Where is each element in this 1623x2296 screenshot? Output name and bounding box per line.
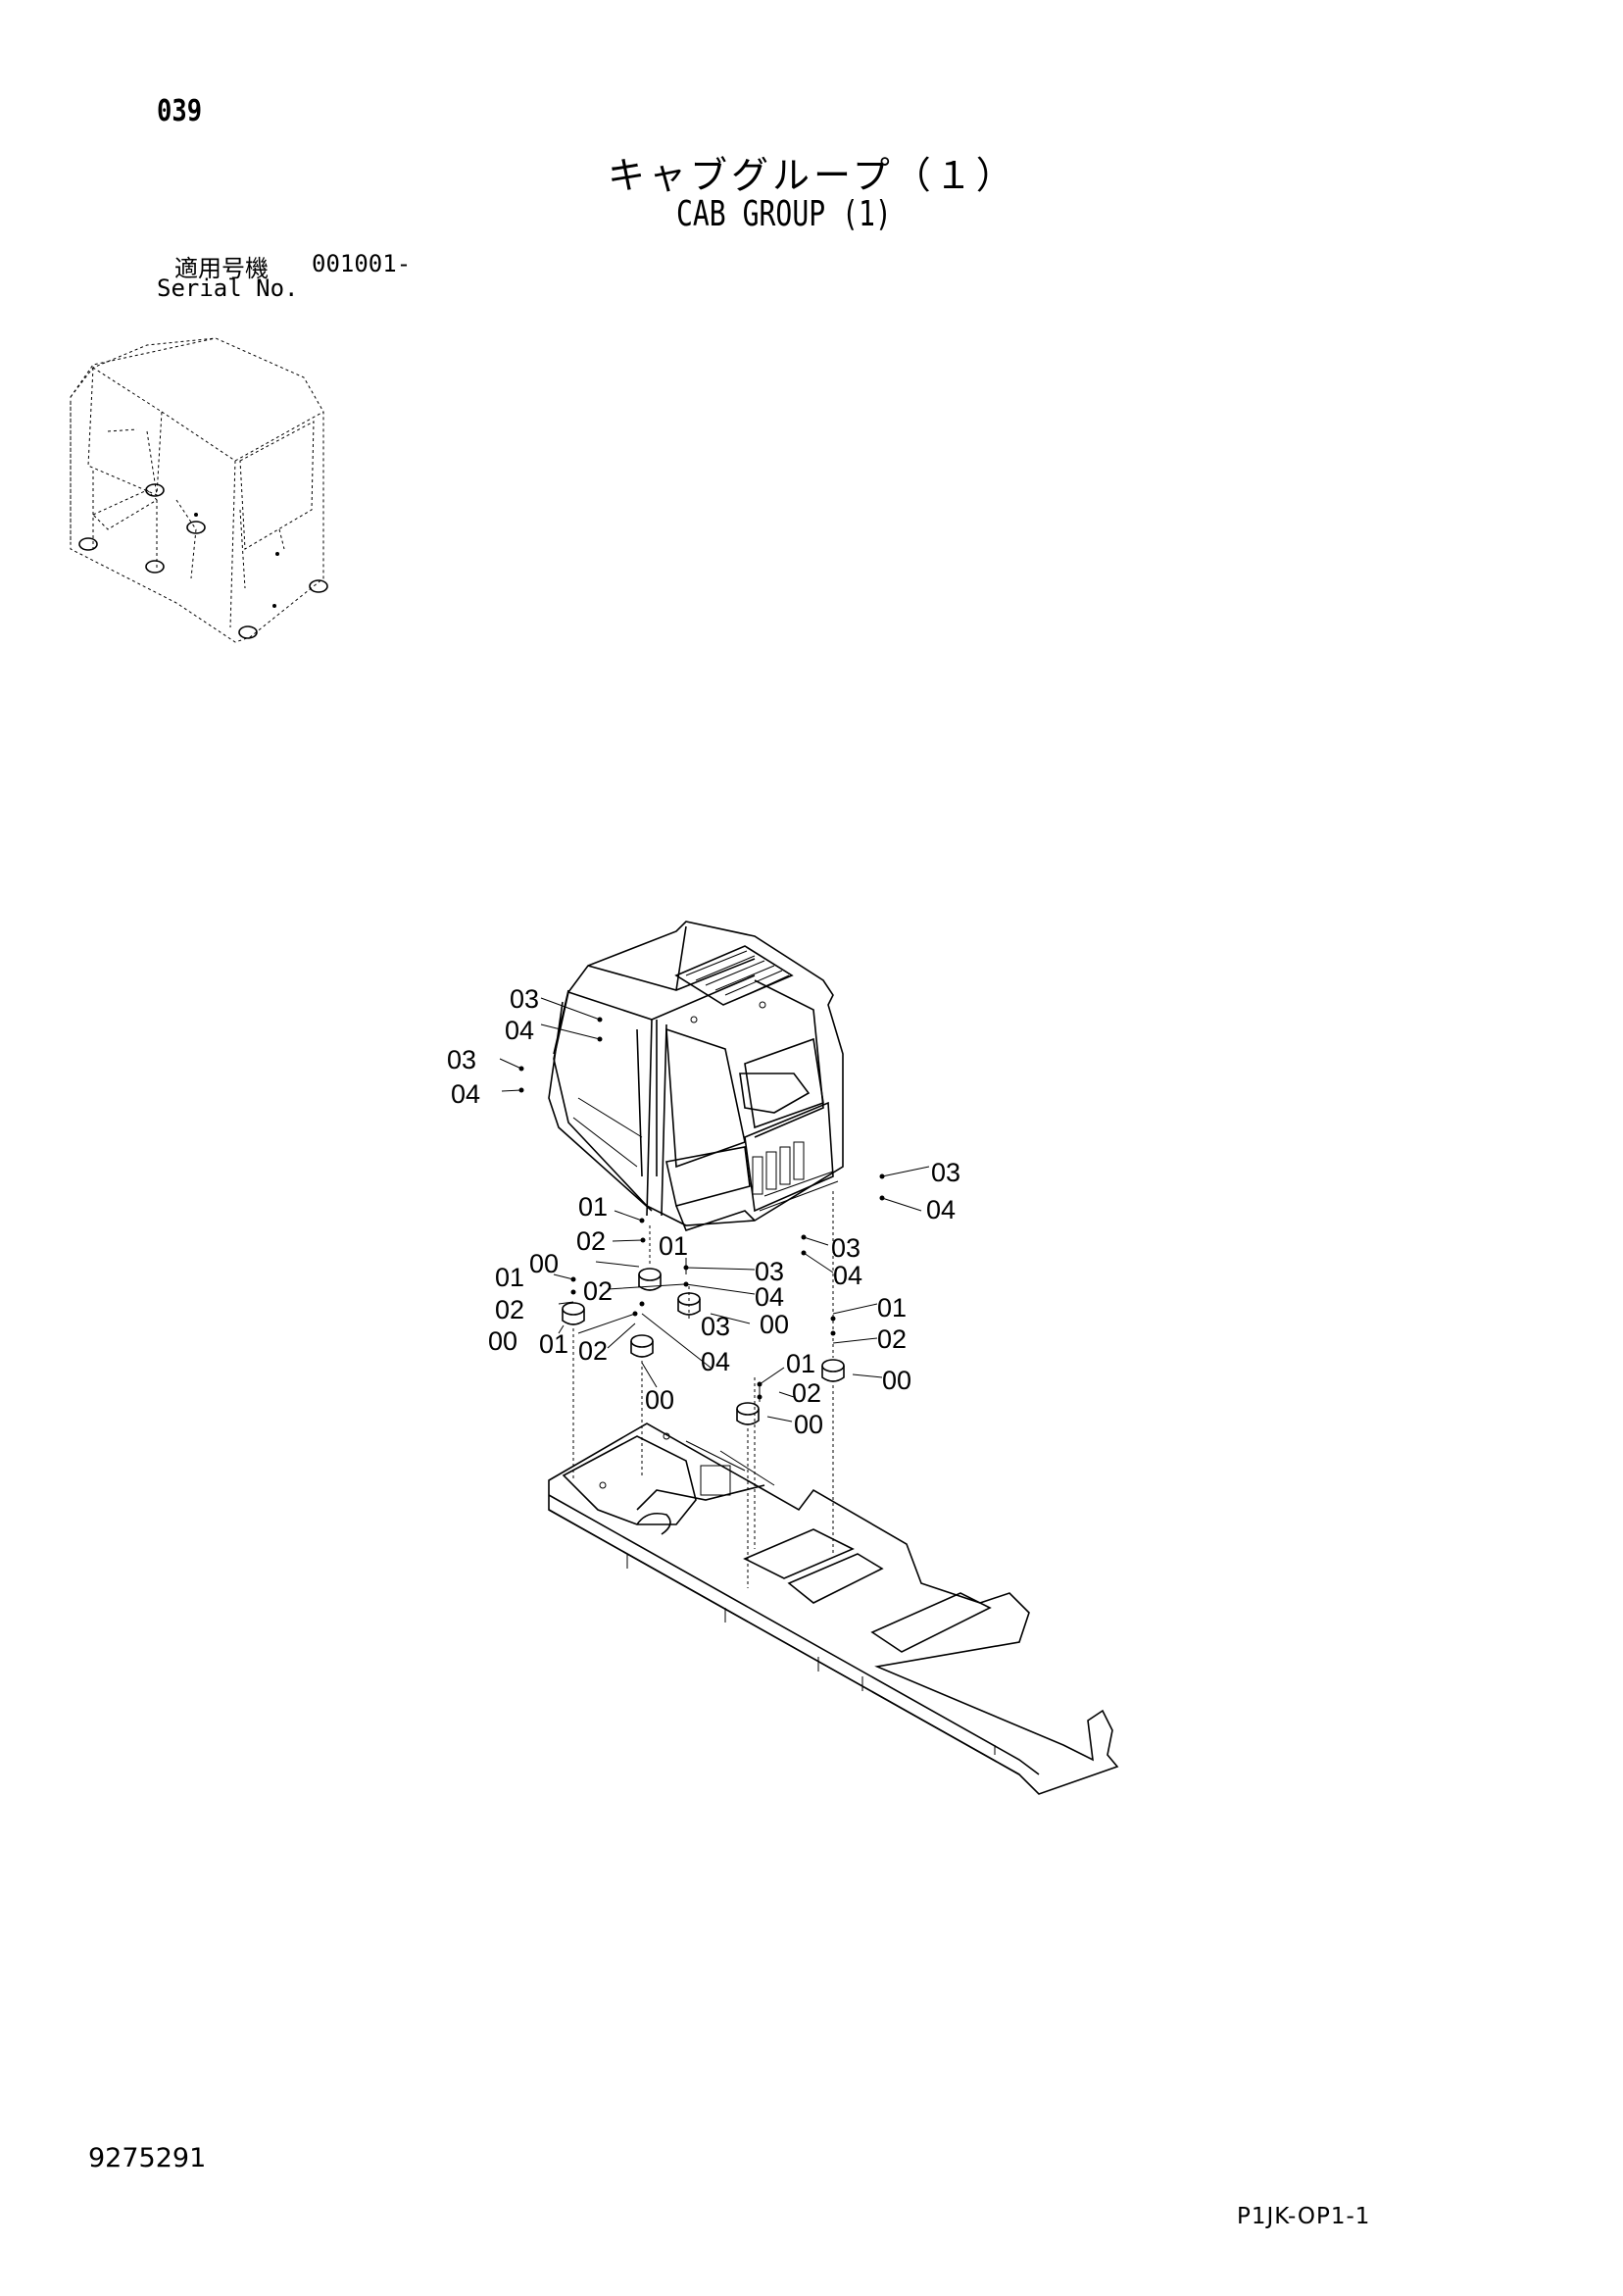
callout-label: 04 bbox=[701, 1347, 730, 1376]
callout-label: 04 bbox=[833, 1261, 862, 1290]
callout-label: 01 bbox=[659, 1231, 688, 1261]
mount-3 bbox=[562, 1302, 585, 1325]
cab-mount-parts bbox=[562, 1268, 845, 1425]
callout-label: 02 bbox=[583, 1276, 613, 1306]
callout-label: 03 bbox=[701, 1312, 730, 1341]
callout-label: 03 bbox=[447, 1045, 476, 1074]
callout-label: 02 bbox=[877, 1324, 907, 1354]
callout-label: 02 bbox=[792, 1378, 821, 1408]
cab-overview-thumbnail bbox=[70, 337, 328, 643]
callout-label: 00 bbox=[645, 1385, 674, 1415]
mount-6 bbox=[736, 1402, 760, 1425]
callout-label: 03 bbox=[510, 984, 539, 1014]
callout-label: 00 bbox=[760, 1310, 789, 1339]
callout-label: 03 bbox=[931, 1158, 960, 1187]
serial-label-english: Serial No. bbox=[157, 275, 299, 302]
callout-label: 00 bbox=[488, 1326, 517, 1356]
callout-label: 00 bbox=[529, 1249, 559, 1278]
cab-frame bbox=[548, 921, 844, 1231]
callout-labels: 03 04 03 04 03 04 01 02 00 01 03 03 04 0… bbox=[447, 984, 960, 1439]
serial-label-japanese: 適用号機 bbox=[174, 255, 269, 282]
title-english: CAB GROUP (1) bbox=[676, 194, 892, 234]
callout-leaders bbox=[499, 997, 930, 1423]
callout-label: 01 bbox=[578, 1192, 608, 1222]
callout-label: 01 bbox=[877, 1293, 907, 1323]
serial-value: 001001- bbox=[312, 250, 412, 277]
mount-4 bbox=[630, 1334, 654, 1358]
callout-label: 01 bbox=[786, 1349, 815, 1378]
callout-label: 02 bbox=[576, 1226, 606, 1256]
alignment-lines bbox=[572, 1191, 834, 1588]
callout-label: 04 bbox=[505, 1016, 534, 1045]
page-number: 039 bbox=[157, 94, 203, 128]
mount-5 bbox=[821, 1359, 845, 1382]
callout-label: 01 bbox=[539, 1329, 568, 1359]
page-code: P1JK-OP1-1 bbox=[1237, 2204, 1371, 2229]
callout-label: 00 bbox=[882, 1366, 911, 1395]
callout-label: 04 bbox=[451, 1079, 480, 1109]
callout-label: 04 bbox=[755, 1282, 784, 1312]
callout-label: 04 bbox=[926, 1195, 956, 1224]
callout-label: 02 bbox=[578, 1336, 608, 1366]
callout-label: 02 bbox=[495, 1295, 524, 1324]
callout-label: 03 bbox=[831, 1233, 861, 1263]
drawing-number: 9275291 bbox=[88, 2143, 207, 2173]
title-japanese: キャブグループ（１） bbox=[608, 154, 1017, 197]
callout-label: 00 bbox=[794, 1410, 823, 1439]
callout-label: 03 bbox=[755, 1257, 784, 1286]
callout-label: 01 bbox=[495, 1263, 524, 1292]
base-frame bbox=[548, 1423, 1119, 1795]
